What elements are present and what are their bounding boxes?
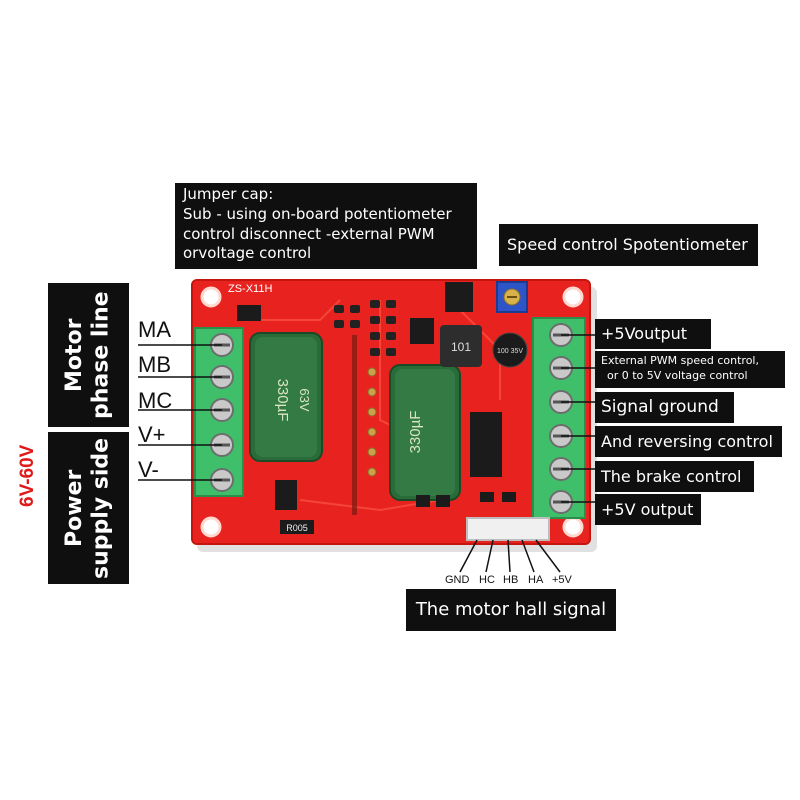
- leader-lines: [138, 334, 598, 503]
- hall-pin-gnd: GND: [445, 574, 470, 586]
- right-terminal-block: [532, 317, 586, 519]
- mosfet-pins: [367, 367, 377, 477]
- jumper-cap-line3: orvoltage control: [183, 244, 312, 263]
- hall-connector: [466, 517, 550, 541]
- small-capacitor: 100 35V: [492, 332, 528, 368]
- hall-pin-5v: +5V: [552, 574, 572, 586]
- jumper-cap-title: Jumper cap:: [183, 185, 274, 203]
- phase-label-mb: MB: [138, 352, 171, 377]
- label-external-pwm-line1: External PWM speed control,: [601, 354, 759, 367]
- hall-pin-hb: HB: [503, 574, 519, 586]
- label-external-pwm-line2: or 0 to 5V voltage control: [607, 368, 748, 382]
- jumper-cap-line2: control disconnect -external PWM: [183, 224, 435, 243]
- hall-pin-ha: HA: [528, 574, 544, 586]
- hall-pin-hc: HC: [479, 574, 495, 586]
- svg-text:101: 101: [451, 340, 471, 354]
- small-chip: [410, 318, 434, 344]
- label-reversing-control: And reversing control: [595, 426, 782, 457]
- label-signal-ground: Signal ground: [595, 392, 734, 423]
- label-external-pwm: External PWM speed control, or 0 to 5V v…: [595, 351, 785, 388]
- motor-phase-label: Motor phase line: [48, 283, 129, 427]
- jumper-cap-line1: Sub - using on-board potentiometer: [183, 204, 452, 223]
- sot-chip: [275, 480, 297, 510]
- capacitor-left: 330µF 63V: [249, 332, 323, 462]
- hall-signal-label: The motor hall signal: [406, 589, 616, 631]
- svg-text:330µF: 330µF: [274, 379, 291, 422]
- svg-text:330µF: 330µF: [407, 411, 424, 454]
- hall-wires: [459, 539, 561, 573]
- driver-ic: [470, 412, 502, 477]
- silkscreen-model: ZS-X11H: [228, 283, 272, 295]
- svg-text:R005: R005: [286, 523, 308, 533]
- label-5v-output-top: +5Voutput: [595, 319, 711, 349]
- phase-label-vminus: V-: [138, 457, 159, 482]
- pin-header-rows: [334, 300, 396, 356]
- top-ic: [445, 282, 473, 312]
- capacitor-right: 330µF: [389, 364, 461, 501]
- phase-label-mc: MC: [138, 388, 173, 413]
- label-brake-control: The brake control: [595, 461, 754, 492]
- phase-label-vplus: V+: [138, 422, 166, 447]
- svg-text:63V: 63V: [297, 388, 312, 411]
- label-5v-output-bottom: +5V output: [595, 494, 701, 525]
- diodes: [416, 492, 516, 507]
- mini-chip: [237, 305, 261, 321]
- speed-pot-label: Speed control Spotentiometer: [499, 224, 758, 266]
- shunt-resistor: R005: [280, 520, 314, 534]
- power-supply-label: Power supply side: [48, 432, 129, 584]
- speed-potentiometer: [496, 281, 528, 313]
- inductor: 101: [440, 325, 482, 367]
- voltage-range: 6V-60V: [17, 444, 38, 508]
- mounting-holes: [200, 286, 584, 538]
- jumper-cap-label: Jumper cap: Sub - using on-board potenti…: [175, 183, 477, 269]
- svg-text:100 35V: 100 35V: [497, 348, 523, 355]
- phase-label-ma: MA: [138, 317, 171, 342]
